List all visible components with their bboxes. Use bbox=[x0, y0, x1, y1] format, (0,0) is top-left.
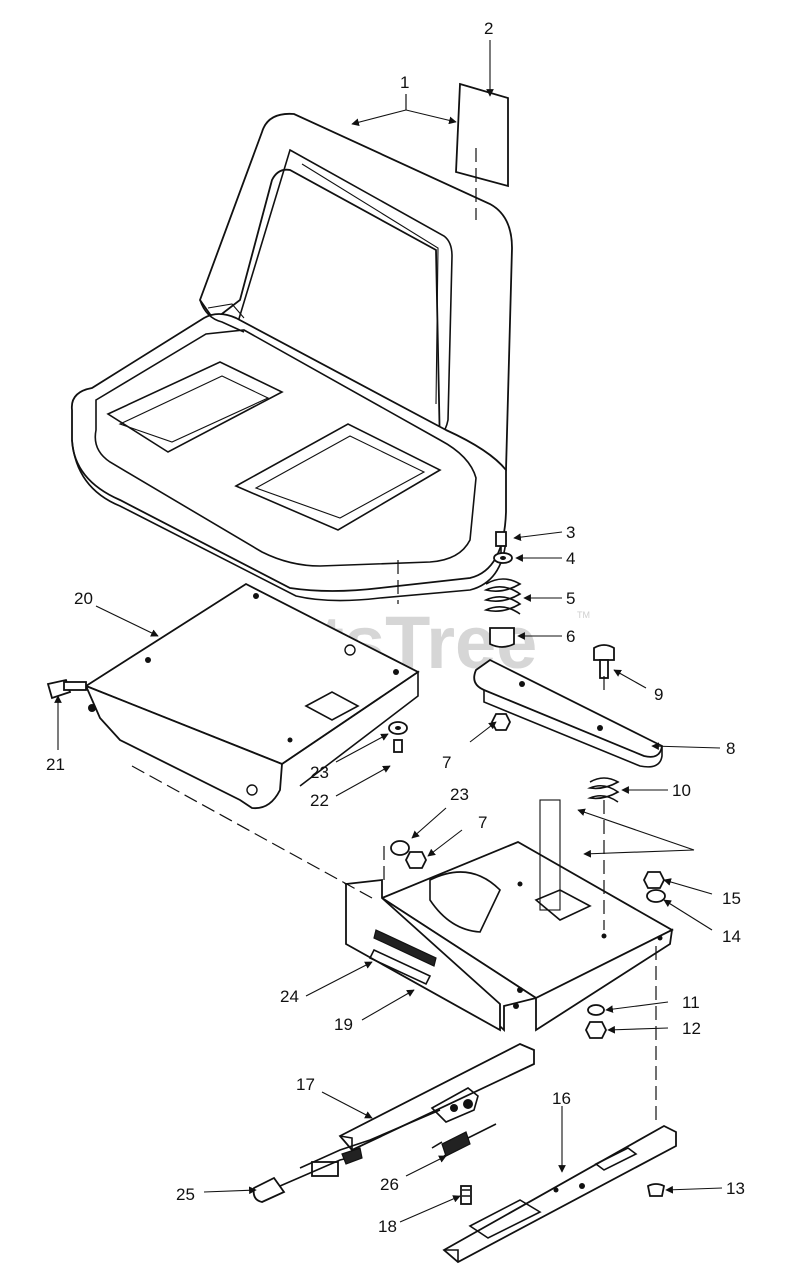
part-seat-frame bbox=[343, 799, 674, 1033]
part-spring-10 bbox=[587, 777, 620, 803]
part-slide-rail-17 bbox=[299, 1043, 535, 1177]
callout-14: 14 bbox=[722, 927, 741, 946]
part-rod-24 bbox=[368, 929, 437, 986]
callout-11: 11 bbox=[682, 993, 700, 1012]
callout-24: 24 bbox=[280, 987, 299, 1006]
leader-lines bbox=[54, 40, 723, 1223]
callout-23-upper: 23 bbox=[310, 763, 329, 782]
part-bracket-plate bbox=[473, 658, 663, 768]
callout-19: 19 bbox=[334, 1015, 353, 1034]
callout-6: 6 bbox=[566, 627, 575, 646]
callout-15: 15 bbox=[722, 889, 741, 908]
callout-10: 10 bbox=[672, 781, 691, 800]
watermark-trademark: TM bbox=[577, 610, 590, 620]
callout-17: 17 bbox=[296, 1075, 315, 1094]
callout-13: 13 bbox=[726, 1179, 745, 1198]
part-bolt-21 bbox=[46, 678, 87, 700]
part-handle-grip bbox=[252, 1147, 363, 1203]
callout-2: 2 bbox=[484, 19, 493, 38]
callout-26: 26 bbox=[380, 1175, 399, 1194]
callout-20: 20 bbox=[74, 589, 93, 608]
callout-4: 4 bbox=[566, 549, 575, 568]
callout-9: 9 bbox=[654, 685, 663, 704]
callout-labels: 1 2 3 4 5 6 7 7 8 9 10 11 12 13 14 15 16… bbox=[46, 19, 745, 1236]
callout-12: 12 bbox=[682, 1019, 701, 1038]
part-slide-rail-16 bbox=[442, 1124, 677, 1264]
callout-3: 3 bbox=[566, 523, 575, 542]
part-spring-stack bbox=[483, 531, 522, 648]
callout-1: 1 bbox=[400, 73, 409, 92]
callout-18: 18 bbox=[378, 1217, 397, 1236]
part-bolt-18 bbox=[460, 1185, 472, 1205]
callout-8: 8 bbox=[726, 739, 735, 758]
part-seat bbox=[70, 112, 513, 602]
callout-16: 16 bbox=[552, 1089, 571, 1108]
callout-25: 25 bbox=[176, 1185, 195, 1204]
part-decal bbox=[455, 82, 509, 188]
part-bolt-9 bbox=[593, 644, 615, 679]
callout-7-lower: 7 bbox=[478, 813, 487, 832]
callout-21: 21 bbox=[46, 755, 65, 774]
callout-7-upper: 7 bbox=[442, 753, 451, 772]
part-spring-26 bbox=[431, 1123, 497, 1157]
callout-22: 22 bbox=[310, 791, 329, 810]
part-small-hardware bbox=[584, 871, 666, 1197]
callout-23-lower: 23 bbox=[450, 785, 469, 804]
alignment-lines bbox=[131, 148, 657, 1126]
part-seat-pan bbox=[84, 582, 420, 810]
part-washer-nut-set bbox=[388, 713, 512, 869]
callout-5: 5 bbox=[566, 589, 575, 608]
